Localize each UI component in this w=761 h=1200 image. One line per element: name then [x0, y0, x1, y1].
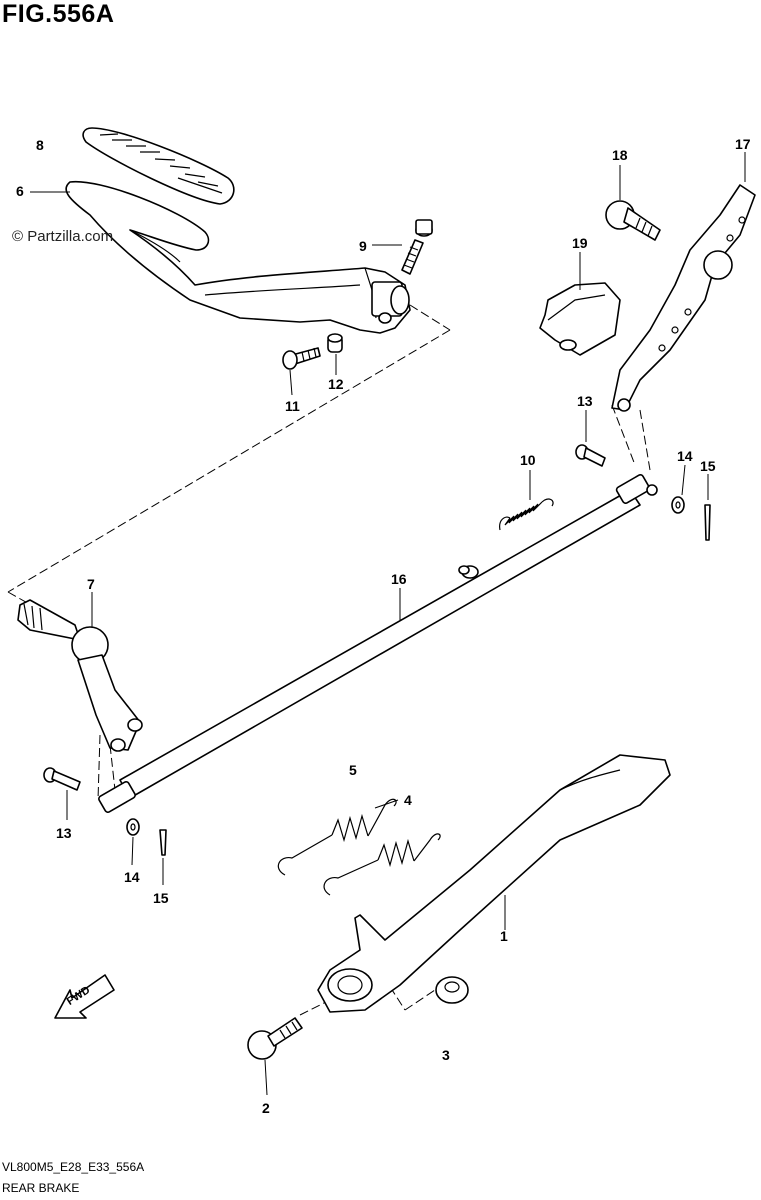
callout-label: 10 — [520, 452, 536, 468]
side-stand-bolt — [247, 1017, 303, 1060]
callout-label: 14 — [124, 869, 140, 885]
callout-label: 7 — [87, 576, 95, 592]
brake-rod — [98, 474, 658, 813]
side-stand-nut — [435, 976, 469, 1004]
callout-label: 1 — [500, 928, 508, 944]
pedal-stopper-bolt — [401, 219, 433, 275]
figure-title: FIG.556A — [2, 0, 115, 28]
callout-label: 12 — [328, 376, 344, 392]
callout-label: 19 — [572, 235, 588, 251]
watermark-text: © Partzilla.com — [12, 228, 114, 245]
callout-label: 8 — [36, 137, 44, 153]
callout-label: 2 — [262, 1100, 270, 1116]
brake-pedal — [65, 180, 411, 334]
callout-label: 4 — [404, 792, 412, 808]
callout-label: 16 — [391, 571, 407, 587]
drawing-code: VL800M5_E28_E33_556A — [2, 1160, 145, 1174]
callout-label: 18 — [612, 147, 628, 163]
fwd-direction-arrow-icon — [54, 974, 115, 1019]
brake-pedal-rubber — [82, 127, 235, 205]
callout-label: 9 — [359, 238, 367, 254]
side-stand-springs — [277, 798, 441, 896]
lever-return-spring — [499, 498, 554, 531]
section-name: REAR BRAKE — [2, 1181, 80, 1195]
callout-label: 13 — [577, 393, 593, 409]
callout-label: 17 — [735, 136, 751, 152]
pedal-bolt-and-nut — [282, 333, 343, 370]
upper-pin-washer-cotter — [575, 444, 711, 541]
callout-label: 3 — [442, 1047, 450, 1063]
callout-leader-lines — [30, 152, 746, 1096]
brake-pedal-shaft-arm — [17, 599, 143, 752]
callout-label: 6 — [16, 183, 24, 199]
lower-pin-washer-cotter — [43, 767, 167, 856]
callout-label: 5 — [349, 762, 357, 778]
callout-label: 13 — [56, 825, 72, 841]
rear-brake-lever — [611, 184, 756, 412]
callout-label: 14 — [677, 448, 693, 464]
clevis-pin — [605, 200, 661, 241]
lever-cover — [539, 282, 621, 356]
callout-label: 11 — [285, 398, 300, 414]
callout-label: 15 — [700, 458, 716, 474]
callout-label: 15 — [153, 890, 169, 906]
side-stand — [317, 754, 671, 1013]
